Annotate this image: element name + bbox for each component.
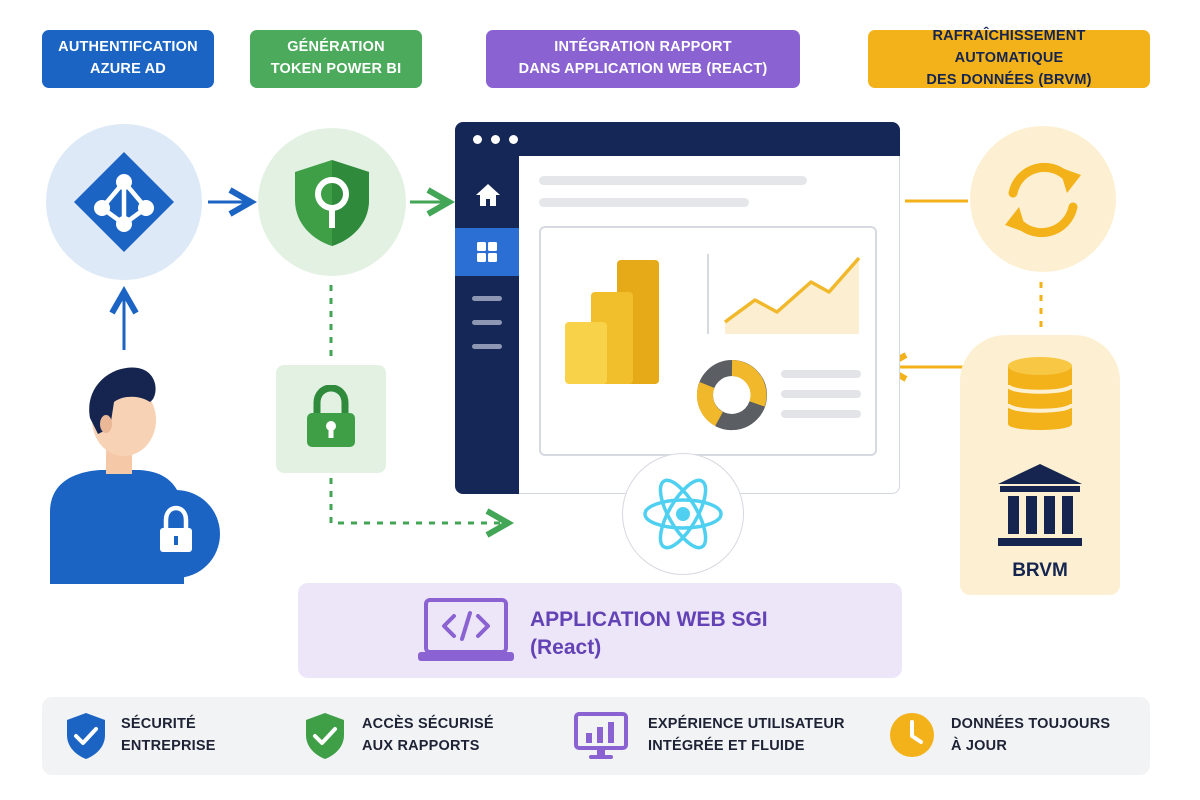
database-icon (1006, 357, 1074, 430)
shield-check-icon (306, 713, 344, 759)
shield-check-icon (67, 713, 105, 759)
home-icon[interactable] (475, 182, 501, 208)
clock-icon (890, 713, 934, 757)
feature-security-label: SÉCURITÉ ENTREPRISE (121, 716, 216, 754)
step-data-refresh-label: RAFRAÎCHISSEMENT AUTOMATIQUE DES DONNÉES… (926, 28, 1092, 88)
chart-divider (707, 254, 709, 334)
window-dot (491, 135, 500, 144)
window-titlebar (455, 122, 900, 156)
step-data-refresh: RAFRAÎCHISSEMENT AUTOMATIQUE DES DONNÉES… (868, 28, 1150, 88)
features-footer (42, 697, 1150, 775)
window-dot (473, 135, 482, 144)
step-azure-ad-label: AUTHENTIFCATION AZURE AD (58, 39, 198, 77)
power-bi-report[interactable] (539, 226, 877, 456)
legend-line (781, 410, 861, 418)
monitor-chart-icon (574, 712, 628, 759)
dashboard-nav-item[interactable] (455, 228, 519, 276)
refresh-node (970, 126, 1116, 272)
step-report-integration-label: INTÉGRATION RAPPORT DANS APPLICATION WEB… (518, 39, 768, 77)
placeholder-line (539, 198, 749, 207)
grid-icon (477, 242, 497, 262)
laptop-code-icon (418, 598, 514, 661)
menu-line (472, 344, 502, 349)
app-title: APPLICATION WEB SGI (React) (530, 608, 768, 659)
window-content (519, 156, 900, 494)
window-sidebar (455, 156, 519, 494)
step-power-bi-token-label: GÉNÉRATION TOKEN POWER BI (270, 39, 402, 77)
web-app-window (455, 122, 900, 494)
feature-user-experience-label: EXPÉRIENCE UTILISATEUR INTÉGRÉE ET FLUID… (648, 716, 845, 754)
legend-line (781, 370, 861, 378)
react-logo-icon (643, 478, 723, 550)
step-power-bi-token: GÉNÉRATION TOKEN POWER BI (250, 30, 422, 88)
menu-line (472, 296, 502, 301)
menu-line (472, 320, 502, 325)
bank-building-icon (998, 464, 1082, 546)
user-avatar-icon (50, 367, 220, 584)
app-banner (298, 583, 902, 678)
legend-line (781, 390, 861, 398)
step-report-integration: INTÉGRATION RAPPORT DANS APPLICATION WEB… (486, 30, 800, 88)
feature-secure-access-label: ACCÈS SÉCURISÉ AUX RAPPORTS (362, 716, 494, 754)
feature-data-fresh-label: DONNÉES TOUJOURS À JOUR (951, 716, 1111, 754)
donut-chart-icon (696, 360, 767, 431)
shield-key-icon (295, 160, 369, 246)
step-azure-ad: AUTHENTIFCATION AZURE AD (42, 30, 214, 88)
placeholder-line (539, 176, 807, 185)
dashed-lock-to-app (329, 478, 505, 523)
power-bi-logo-icon (565, 260, 659, 384)
refresh-icon (1005, 162, 1081, 238)
azure-ad-icon (74, 152, 174, 252)
window-dot (509, 135, 518, 144)
brvm-label: BRVM (1012, 560, 1068, 581)
padlock-icon (307, 385, 355, 447)
line-chart-icon (723, 256, 861, 334)
